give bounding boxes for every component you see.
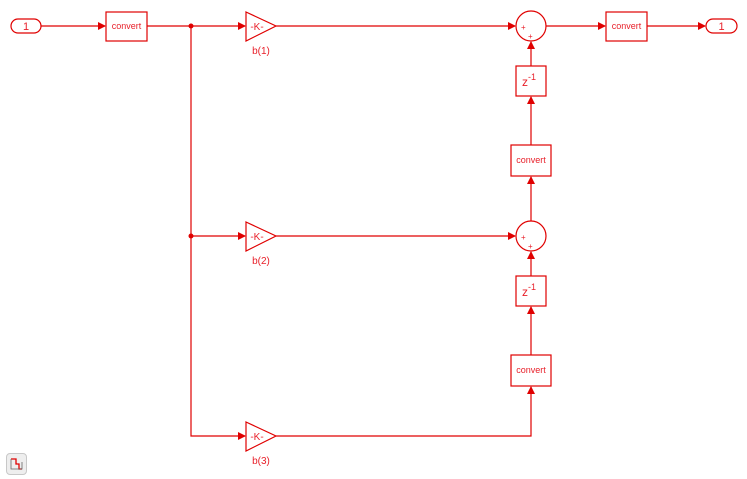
- branch-junction-1: [188, 23, 194, 29]
- unit-delay-block-2[interactable]: z-1: [515, 275, 547, 307]
- convert-block-state1[interactable]: convert: [510, 144, 552, 177]
- inport-label: 1: [23, 21, 29, 33]
- branch-junction-2: [188, 233, 194, 239]
- gain-symbol: -K-: [250, 432, 263, 443]
- convert-label: convert: [612, 21, 642, 31]
- outport-block[interactable]: 1: [705, 18, 738, 34]
- inport-block[interactable]: 1: [10, 18, 42, 34]
- convert-label: convert: [112, 21, 142, 31]
- unit-delay-block-1[interactable]: z-1: [515, 65, 547, 97]
- gain-name: b(1): [252, 46, 270, 57]
- sum-sign-left: +: [521, 233, 526, 242]
- convert-label: convert: [516, 365, 546, 375]
- convert-block-input[interactable]: convert: [105, 11, 148, 42]
- gain-block-b2[interactable]: -K- b(2): [245, 221, 278, 267]
- gain-symbol: -K-: [250, 232, 263, 243]
- sum-block-2[interactable]: + +: [515, 220, 547, 252]
- outport-label: 1: [718, 21, 724, 33]
- delay-label: z-1: [522, 282, 536, 299]
- convert-block-state2[interactable]: convert: [510, 354, 552, 387]
- sum-sign-left: +: [521, 23, 526, 32]
- sum-sign-bottom: +: [528, 242, 533, 251]
- sum-block-1[interactable]: + +: [515, 10, 547, 42]
- sum-sign-bottom: +: [528, 32, 533, 41]
- gain-name: b(3): [252, 456, 270, 467]
- line-gain3-to-convert4: [276, 386, 535, 437]
- gain-name: b(2): [252, 256, 270, 267]
- gain-block-b3[interactable]: -K- b(3): [245, 421, 278, 467]
- gain-symbol: -K-: [250, 22, 263, 33]
- sample-time-icon: [10, 458, 23, 470]
- convert-block-output[interactable]: convert: [605, 11, 648, 42]
- fit-to-view-button[interactable]: [6, 453, 27, 475]
- delay-label: z-1: [522, 72, 536, 89]
- line-branch-to-gain3: [190, 26, 246, 440]
- signal-lines: [41, 22, 706, 440]
- gain-block-b1[interactable]: -K- b(1): [245, 11, 278, 57]
- convert-label: convert: [516, 155, 546, 165]
